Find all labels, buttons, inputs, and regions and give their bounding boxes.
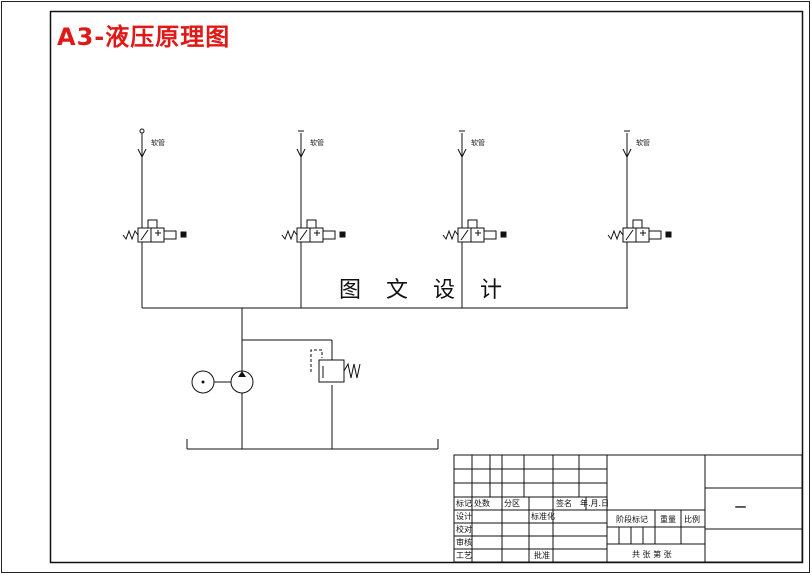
hose-label: 软管 <box>310 138 324 147</box>
pump-symbol <box>230 370 254 394</box>
branch-circuit: 软管 <box>442 130 507 308</box>
watermark: 图 文 设 计 <box>339 278 511 303</box>
tb-mark: 标记 <box>456 498 472 508</box>
hose-label: 软管 <box>636 138 650 147</box>
inner-frame <box>49 10 804 564</box>
motor-symbol <box>191 370 231 394</box>
tb-sign: 签名 <box>556 498 572 508</box>
tb-approve: 批准 <box>534 550 550 560</box>
tb-review: 审核 <box>456 537 472 547</box>
branch-circuit: 软管 <box>607 130 672 308</box>
tb-date: 年.月.日 <box>580 498 609 508</box>
branch-circuit: 软管 <box>122 128 187 308</box>
tb-check: 校对 <box>456 524 472 534</box>
tb-process: 工艺 <box>456 551 472 560</box>
drawing-title: A3-液压原理图 <box>57 23 231 51</box>
tb-sheet: 共 张 第 张 <box>632 549 672 559</box>
title-block <box>453 454 803 563</box>
relief-valve <box>310 349 361 383</box>
tb-drawing-no: 一 <box>735 501 746 514</box>
tb-design: 设计 <box>456 511 472 521</box>
tb-stage: 阶段标记 <box>616 514 648 524</box>
branch-circuit: 软管 <box>281 130 346 308</box>
tb-scale: 比例 <box>684 514 700 524</box>
tb-zone: 分区 <box>504 499 520 508</box>
hose-label: 软管 <box>151 138 165 147</box>
tb-standard: 标准化 <box>531 511 555 521</box>
tb-count: 处数 <box>474 498 490 508</box>
hose-label: 软管 <box>471 138 485 147</box>
tb-weight: 重量 <box>660 514 676 524</box>
